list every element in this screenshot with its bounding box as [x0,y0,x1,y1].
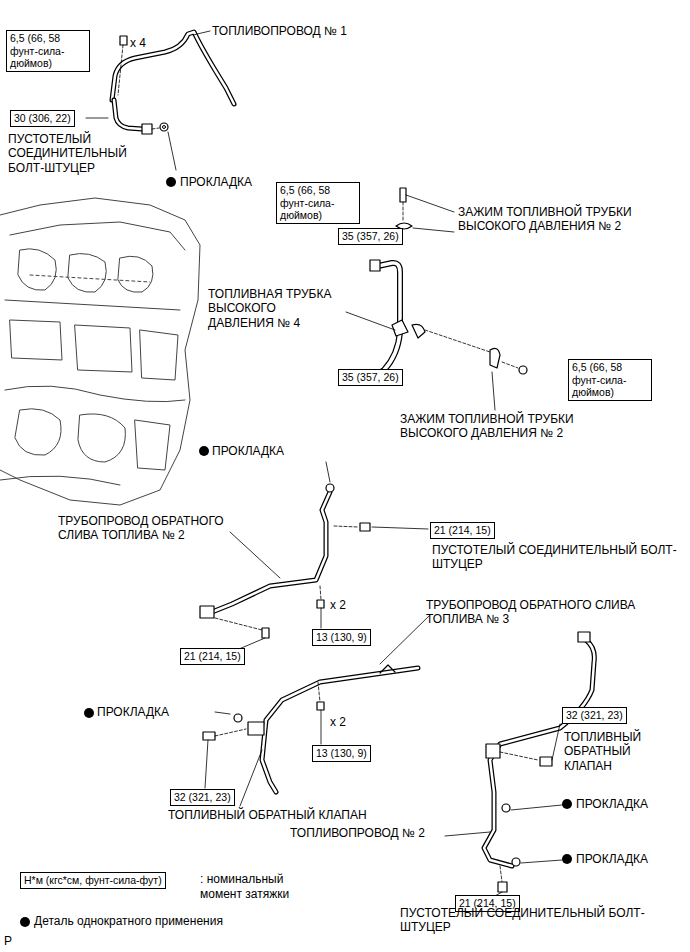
part-name: ПРОКЛАДКА [212,444,284,458]
torque-box: 35 (357, 26) [338,369,403,386]
unit-key-box: Н*м (кгс*см, фунт-сила-фут) [20,872,166,889]
torque-value: 6,5 (66, 58 фунт-сила-дюймов) [280,184,356,222]
callout-number: x 4 [130,36,146,50]
legend-text: : номинальный момент затяжки [200,872,289,901]
torque-box: 21 (214, 15) [180,648,245,665]
torque-value: Н*м (кгс*см, фунт-сила-фут) [24,874,162,887]
torque-box: 6,5 (66, 58 фунт-сила-дюймов) [568,359,652,401]
torque-box: 13 (130, 9) [312,629,371,646]
part-name: ТОПЛИВНАЯ ТРУБКА ВЫСОКОГО ДАВЛЕНИЯ № 4 [208,287,343,330]
legend-text: Деталь однократного применения [34,914,223,928]
torque-value: 13 (130, 9) [316,747,367,760]
torque-value: 21 (214, 15) [184,650,241,663]
torque-value: 6,5 (66, 58 фунт-сила-дюймов) [572,361,648,399]
part-name: ПУСТОТЕЛЫЙ СОЕДИНИТЕЛЬНЫЙ БОЛТ-ШТУЦЕР [8,132,133,175]
part-name: ПРОКЛАДКА [576,797,648,811]
torque-box: 30 (306, 22) [10,110,75,127]
torque-value: 32 (321, 23) [174,791,231,804]
torque-value: 30 (306, 22) [14,112,71,125]
callout-number: P [4,934,12,948]
part-name: ЗАЖИМ ТОПЛИВНОЙ ТРУБКИ ВЫСОКОГО ДАВЛЕНИЯ… [400,412,630,441]
legend-swatch [20,917,30,927]
part-name: ПУСТОТЕЛЫЙ СОЕДИНИТЕЛЬНЫЙ БОЛТ-ШТУЦЕР [432,543,682,572]
torque-value: 13 (130, 9) [316,631,367,644]
part-name: ТОПЛИВНЫЙ ОБРАТНЫЙ КЛАПАН [564,730,669,773]
part-name: ПРОКЛАДКА [576,852,648,866]
callout-number: x 2 [330,715,346,729]
torque-box: 13 (130, 9) [312,745,371,762]
part-name: ПРОКЛАДКА [180,175,252,189]
part-name: ТОПЛИВНЫЙ ОБРАТНЫЙ КЛАПАН [168,808,367,822]
part-name: ТРУБОПРОВОД ОБРАТНОГО СЛИВА ТОПЛИВА № 3 [426,598,646,627]
torque-box: 6,5 (66, 58 фунт-сила-дюймов) [276,182,360,224]
torque-box: 21 (214, 15) [430,522,495,539]
torque-box: 35 (357, 26) [338,228,403,245]
torque-value: 21 (214, 15) [434,524,491,537]
torque-box: 6,5 (66, 58 фунт-сила-дюймов) [6,30,90,72]
part-name: ТРУБОПРОВОД ОБРАТНОГО СЛИВА ТОПЛИВА № 2 [58,514,243,543]
torque-box: 32 (321, 23) [562,707,627,724]
legend-entry: : номинальный момент затяжки [200,872,320,902]
callout-number: x 2 [330,598,346,612]
legend-entry: Деталь однократного применения [34,914,223,929]
torque-value: 35 (357, 26) [342,230,399,243]
torque-value: 35 (357, 26) [342,371,399,384]
part-name: ПУСТОТЕЛЫЙ СОЕДИНИТЕЛЬНЫЙ БОЛТ-ШТУЦЕР [400,906,650,935]
part-name: ЗАЖИМ ТОПЛИВНОЙ ТРУБКИ ВЫСОКОГО ДАВЛЕНИЯ… [458,205,688,234]
torque-value: 6,5 (66, 58 фунт-сила-дюймов) [10,32,86,70]
torque-value: 32 (321, 23) [566,709,623,722]
part-name: ПРОКЛАДКА [97,705,169,719]
part-name: ТОПЛИВОПРОВОД № 2 [290,826,425,840]
torque-box: 32 (321, 23) [170,789,235,806]
part-name: ТОПЛИВОПРОВОД № 1 [212,24,347,38]
